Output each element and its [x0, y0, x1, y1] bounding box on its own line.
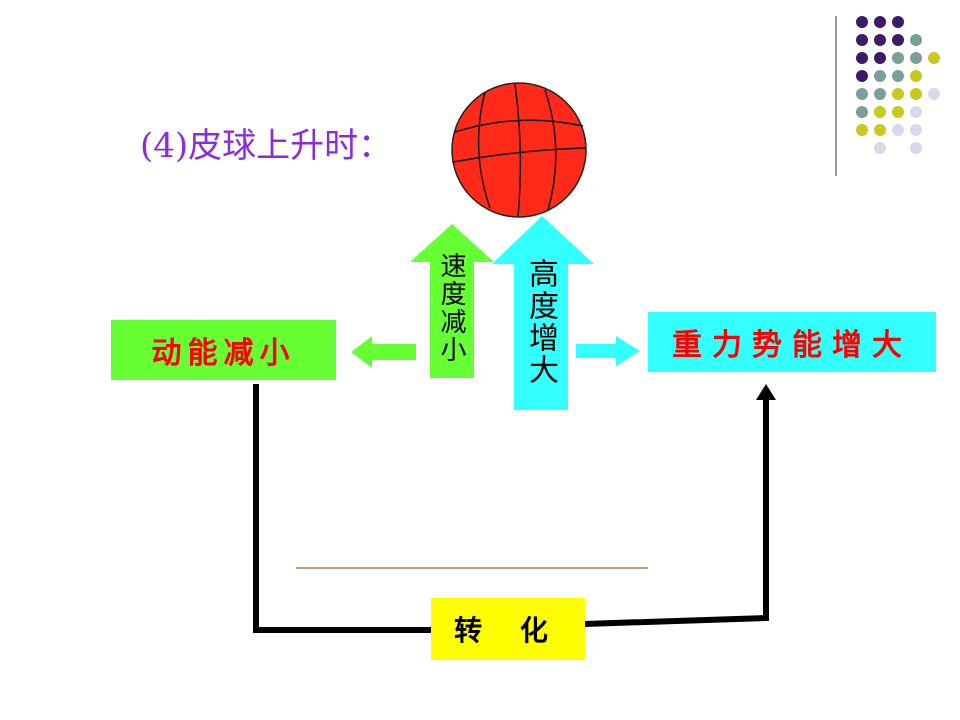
decor-dot [856, 106, 868, 118]
conversion-box: 转 化 [431, 598, 585, 660]
potential-energy-box: 重力势能增大 [648, 312, 936, 372]
height-label: 高度增大 [523, 258, 558, 386]
decor-dot [910, 34, 922, 46]
decor-dot [856, 124, 868, 136]
decor-dot [910, 124, 922, 136]
decor-dot [874, 70, 886, 82]
arrow-left-icon [351, 336, 416, 368]
decor-dot [856, 88, 868, 100]
decor-dot [856, 16, 868, 28]
decor-dot [874, 106, 886, 118]
arrow-up-icon [756, 384, 776, 400]
basketball-icon [451, 82, 587, 218]
decor-dot [892, 70, 904, 82]
decor-dot [892, 124, 904, 136]
decor-dot [928, 88, 940, 100]
decor-dot [910, 142, 922, 154]
decor-dot [928, 52, 940, 64]
speed-arrow-up-icon [410, 224, 494, 378]
decor-dot [910, 88, 922, 100]
conversion-path-right [583, 398, 769, 627]
decor-dot [910, 70, 922, 82]
decor-dot [874, 34, 886, 46]
arrow-right-icon [576, 336, 640, 366]
decor-dot [856, 70, 868, 82]
decor-dot [892, 52, 904, 64]
heading-text: 皮球上升时： [188, 126, 393, 166]
corner-dots [856, 16, 940, 154]
decor-dot [892, 106, 904, 118]
page-title: (4)皮球上升时： [140, 118, 392, 167]
decor-dot [856, 34, 868, 46]
decor-dot [892, 34, 904, 46]
decor-dot [856, 52, 868, 64]
heading-number: (4) [140, 126, 189, 166]
height-arrow-up-icon [492, 216, 594, 410]
decor-dot [892, 88, 904, 100]
decor-dot [874, 124, 886, 136]
decor-dot [874, 52, 886, 64]
decor-dot [892, 16, 904, 28]
speed-label: 速度减小 [436, 252, 466, 364]
decor-dot [874, 142, 886, 154]
decor-dot [874, 88, 886, 100]
decor-dot [874, 16, 886, 28]
decor-dot [910, 106, 922, 118]
kinetic-energy-box: 动能减小 [111, 320, 336, 380]
decor-dot [910, 52, 922, 64]
conversion-path [253, 384, 432, 633]
